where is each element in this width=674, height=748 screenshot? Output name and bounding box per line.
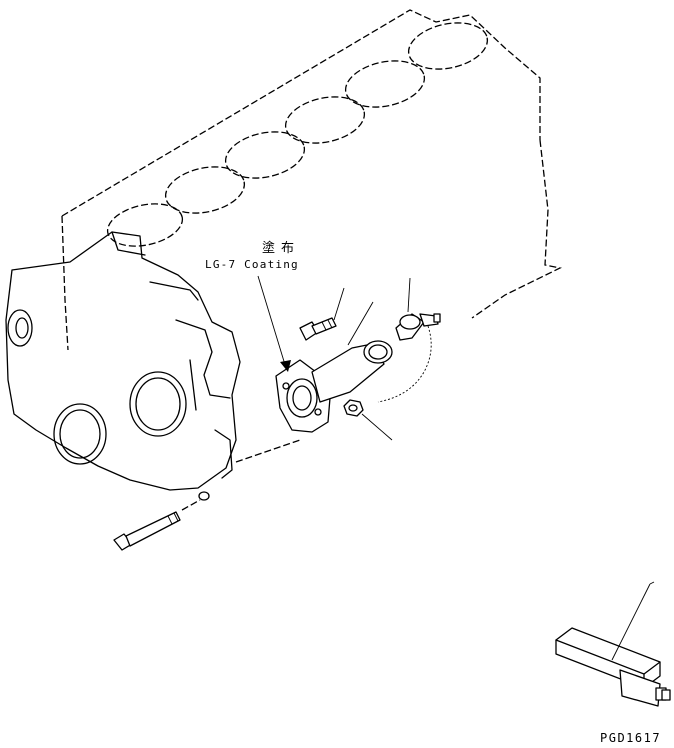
coating-note-japanese: 塗布 <box>262 241 301 256</box>
water-inlet-pipe <box>275 301 393 433</box>
flange-bolt <box>299 287 345 341</box>
coating-leader-arrow <box>257 275 291 372</box>
drawing-id-label: PGD1617 <box>600 731 662 745</box>
coating-note-english: LG-7 Coating <box>205 258 299 271</box>
service-tool <box>555 581 671 707</box>
long-mounting-bolt <box>113 491 210 551</box>
nut <box>343 399 393 441</box>
drain-cock-with-cap-chain <box>377 277 441 403</box>
cylinder-block <box>5 9 563 491</box>
